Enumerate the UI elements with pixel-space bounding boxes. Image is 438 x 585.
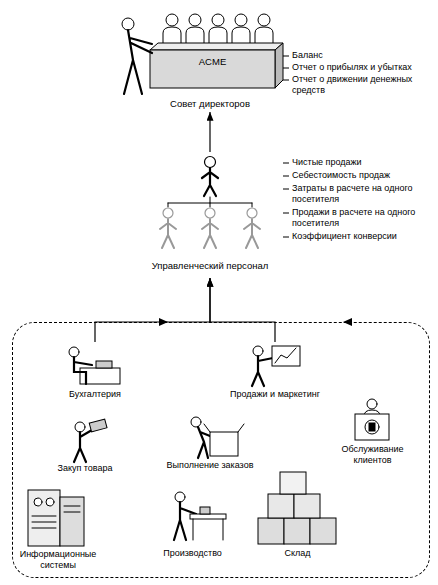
person-head: [212, 14, 224, 26]
department: Производство: [145, 488, 240, 558]
tape-reel: [46, 498, 54, 506]
person-head: [367, 399, 377, 409]
department: Склад: [250, 488, 345, 558]
seated-person: [74, 357, 92, 384]
metric-label: Затраты в расчете на одного посетителя: [292, 183, 436, 205]
flow-connector: [209, 112, 210, 152]
person-head: [235, 14, 247, 26]
board-group: ACME Совет директоров: [120, 6, 300, 112]
person-head: [163, 208, 173, 218]
workbench: [190, 514, 226, 519]
box: [210, 432, 238, 456]
node-label: ACME: [150, 56, 275, 68]
management-illustration: [160, 157, 260, 249]
box-flaps: [204, 424, 244, 432]
person-head: [253, 346, 263, 356]
standing-person: [124, 30, 152, 94]
crate: [294, 494, 320, 518]
crate: [258, 518, 284, 544]
staff-figures: [160, 219, 260, 248]
person-head: [166, 14, 178, 26]
person-head: [175, 492, 185, 502]
service-desk: [355, 414, 389, 440]
metric-label: Чистые продажи: [292, 157, 436, 168]
person-head: [205, 157, 216, 168]
node-label: Закуп товара: [40, 463, 130, 474]
node-label: Продажи и маркетинг: [225, 389, 325, 400]
crate: [280, 472, 306, 494]
metric-label: Баланс: [292, 50, 436, 61]
server-cabinet: [60, 497, 84, 546]
person-head: [258, 14, 270, 26]
dial-center: [369, 423, 375, 431]
department: Выполнение заказов: [165, 412, 255, 484]
node-label: Бухгалтерия: [50, 389, 140, 400]
bullet-dashes: [283, 56, 289, 237]
table-side: [275, 43, 283, 88]
table-top: [150, 43, 283, 50]
person-head: [69, 347, 79, 357]
metric-label: Отчет о движении денежных средств: [292, 74, 436, 96]
node-label: Выполнение заказов: [165, 460, 255, 471]
standing-person: [74, 430, 92, 462]
flow-connector: [95, 278, 210, 342]
metric-label: Отчет о прибылях и убытках: [292, 62, 436, 73]
person-head: [247, 208, 257, 218]
node-label: Информационные системы: [18, 549, 98, 571]
tape-reel: [34, 498, 42, 506]
seated-bodies: [163, 27, 273, 45]
flow-connector: [210, 278, 275, 342]
server-cabinet: [28, 490, 60, 546]
table-front: [150, 50, 275, 88]
metric-label: Себестоимость продаж: [292, 170, 436, 181]
node-label: Совет директоров: [120, 98, 300, 110]
workpiece: [200, 507, 210, 514]
department: Продажи и маркетинг: [225, 342, 325, 402]
department: Закуп товара: [40, 418, 130, 476]
department: Информационные системы: [18, 486, 98, 574]
node-label: Обслуживание клиентов: [330, 444, 415, 466]
cabinet-lines: [32, 506, 80, 528]
operations-frame: Бухгалтерия Продажи и маркетингОбслуживан…: [12, 322, 430, 578]
chart-board: [272, 346, 300, 366]
node-label: Управленческий персонал: [140, 260, 280, 272]
org-tree: [168, 197, 252, 207]
person-head: [189, 14, 201, 26]
node-label: Склад: [250, 548, 345, 559]
management-group: Управленческий персонал: [140, 152, 280, 278]
board-illustration: [122, 14, 283, 94]
workbench-legs: [193, 519, 223, 540]
crate: [268, 494, 294, 518]
person-head: [205, 208, 215, 218]
standing-person: [252, 356, 273, 386]
crate: [310, 518, 336, 544]
metric-label: Коэффициент конверсии: [292, 231, 436, 242]
person-head: [75, 422, 85, 432]
dial: [365, 420, 379, 434]
department: Бухгалтерия: [50, 342, 140, 402]
chart-line: [275, 348, 296, 363]
money: [89, 419, 107, 432]
manager-figure: [202, 168, 218, 196]
department-icons: [28, 346, 389, 546]
department: Обслуживание клиентов: [330, 398, 415, 468]
person-head: [191, 417, 201, 427]
papers: [96, 361, 112, 368]
metric-label: Продажи в расчете на одного посетителя: [292, 207, 436, 229]
node-label: Производство: [145, 548, 240, 559]
bending-person: [198, 427, 210, 458]
person-head: [122, 18, 134, 30]
crate: [284, 518, 310, 544]
